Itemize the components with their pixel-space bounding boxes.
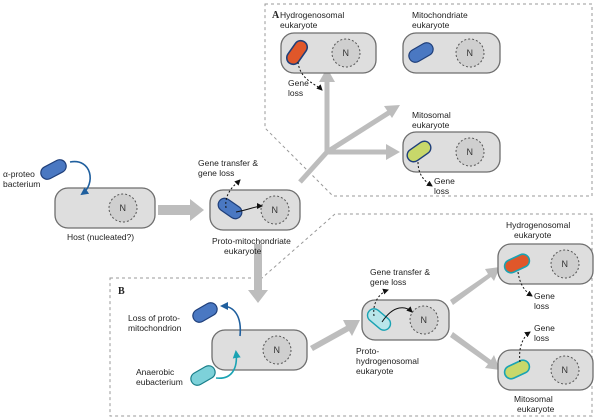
hydrogenosomal-a-nucleus-letter: N [343,48,350,58]
gene-loss-label-a1: Gene loss [288,78,311,98]
loss-arrow [220,302,242,337]
mitosome-a [406,140,432,163]
anaerobic-eubacterium [190,365,216,386]
b-host-cell: N [211,329,308,371]
hydrogenosomal-a-label: Hydrogenosomal eukaryote [280,10,347,30]
mitosomal-cell-b: N [497,349,594,391]
big-arrows [158,199,500,370]
anaerobic-eubacterium-label: Anaerobic eubacterium [136,367,183,387]
arrow-host-to-protomito [158,199,204,221]
mitosomal-cell-a: N [402,131,501,173]
mitosomal-a-nucleus [455,137,485,167]
b-host-nucleus-letter: N [274,345,281,355]
mitosomal-a-nucleus-letter: N [467,147,474,157]
proto-mitochondrion [217,197,243,220]
proto-mitochondriate-cell: N [209,189,301,231]
b-host-nucleus [262,335,292,365]
lost-protomitochondrion [192,302,218,323]
proto-hydrogenosomal-cell: N [361,299,450,341]
radiating-arrowheads [319,68,400,160]
panel-b-letter: B [118,286,125,297]
proto-mito-nucleus-letter: N [272,205,279,215]
mitosomal-b-nucleus [550,355,580,385]
hydrogenosomal-b-label: Hydrogenosomal eukaryote [506,220,573,240]
hydrogenosomal-a-nucleus [331,38,361,68]
mitosomal-b-nucleus-letter: N [562,365,569,375]
mitosome-b [503,359,531,380]
alpha-uptake-arrow [69,160,91,196]
hydrogenosomal-b-nucleus-letter: N [562,259,569,269]
gene-loss-arrow-b1 [517,271,533,297]
alpha-proteobacterium-label: α-proteo bacterium [3,169,40,189]
host-nucleus [108,193,138,223]
host-nucleus-letter: N [120,203,127,213]
proto-hydro-nucleus-letter: N [421,315,428,325]
mitochondrion [408,42,434,63]
proto-mitochondriate-label: Proto-mitochondriate eukaryote [212,236,293,256]
arrow-to-hydrogenosomal-b [450,267,500,305]
anaerobe-uptake-arrow [215,350,241,379]
proto-hydrogenosome [366,308,392,331]
panel-a-letter: A [272,10,280,21]
gene-loss-arrow-a2 [417,161,433,187]
proto-hydro-nucleus [409,305,439,335]
mitosomal-a-label: Mitosomal eukaryote [412,110,453,130]
mitochondriate-label: Mitochondriate eukaryote [412,10,470,30]
radiating-arrows [298,80,392,184]
arrow-b-host-to-protohydro [310,320,360,351]
gene-loss-arrow-a1 [297,61,323,91]
proto-mito-nucleus [260,195,290,225]
hydrogenosome-a [285,39,309,66]
hydrogenosome-b [503,253,531,274]
hydrogenosomal-cell-a: N [280,32,377,74]
hydrogenosomal-b-nucleus [550,249,580,279]
mitochondriate-cell: N [402,32,501,74]
mitochondriate-nucleus [455,38,485,68]
mitosomal-b-label: Mitosomal eukaryote [514,394,555,414]
mitochondriate-nucleus-letter: N [467,48,474,58]
gene-transfer-arrow-2 [373,288,389,317]
gene-loss-label-b2: Gene loss [534,323,557,343]
host-cell: N [54,187,156,229]
gene-transfer-arrow-2b [381,306,413,323]
arrow-protomito-down [248,244,268,303]
gene-transfer-label-2: Gene transfer & gene loss [370,267,432,287]
gene-loss-label-b1: Gene loss [534,291,557,311]
alpha-proteobacterium [40,159,67,180]
loss-of-protomitochondrion-label: Loss of proto- mitochondrion [128,313,182,333]
gene-transfer-arrow-1b [235,203,263,213]
host-label: Host (nucleated?) [67,232,134,242]
hydrogenosomal-cell-b: N [497,243,594,285]
gene-loss-label-a2: Gene loss [434,176,457,196]
gene-transfer-label-1: Gene transfer & gene loss [198,158,260,178]
panel-a-border [264,3,593,197]
arrow-to-mitosomal-b [450,332,500,370]
proto-hydrogenosomal-label: Proto- hydrogenosomal eukaryote [356,346,421,376]
